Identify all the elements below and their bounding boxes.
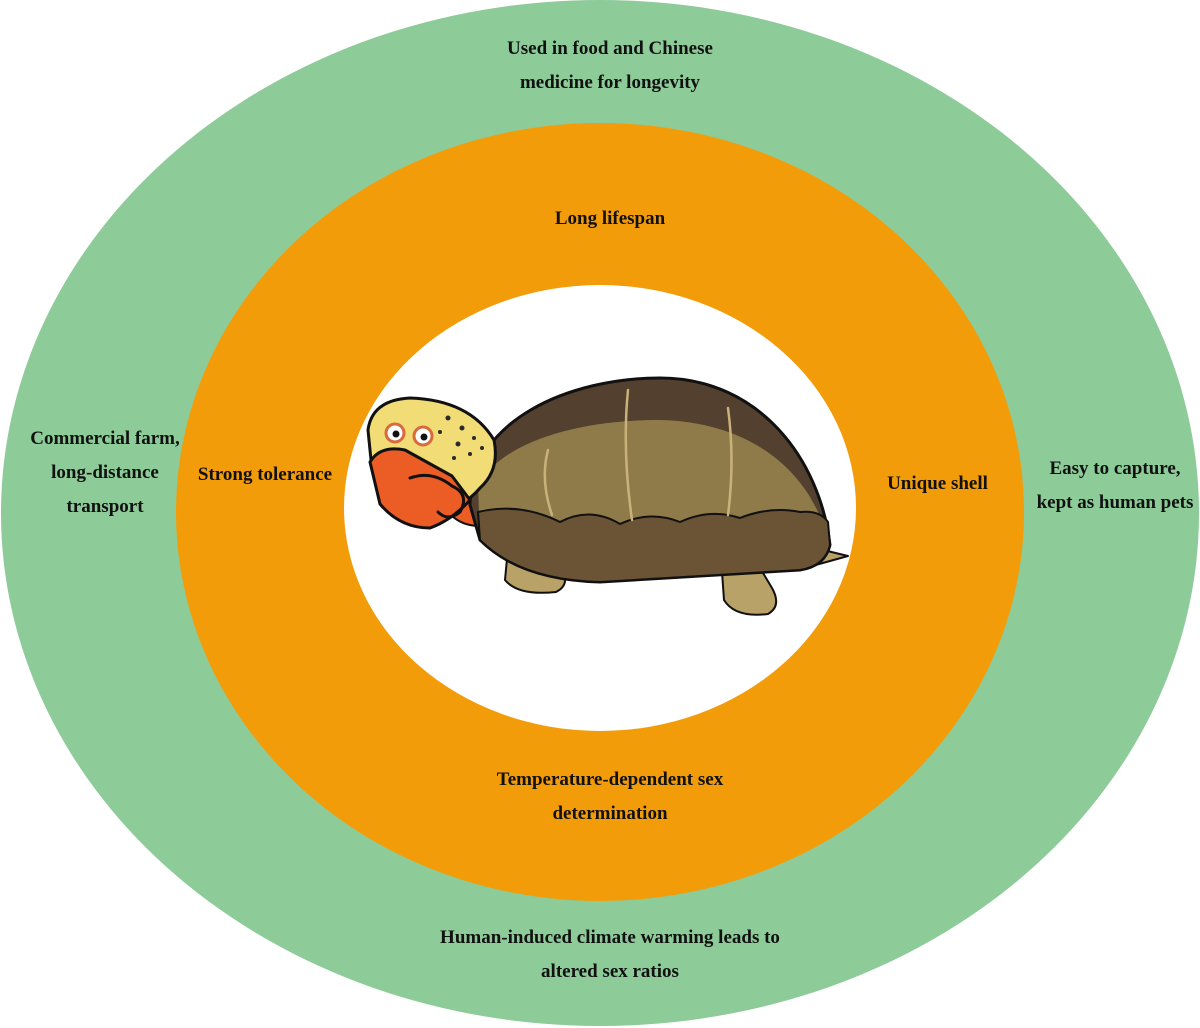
middle-ring-bottom-label: Temperature-dependent sex determination xyxy=(496,769,724,824)
outer-ring-right-label: Easy to capture, kept as human pets xyxy=(1036,458,1194,513)
turtle-shell-rim xyxy=(477,507,831,583)
outer-ring-top-label: Used in food and Chinese medicine for lo… xyxy=(507,38,713,93)
turtle-icon xyxy=(366,376,849,616)
middle-ring-right-label: Unique shell xyxy=(887,473,988,494)
outer-ring-left-label: Commercial farm, long-distance transport xyxy=(30,428,180,517)
turtle-spots xyxy=(438,415,484,460)
middle-ring-top-label: Long lifespan xyxy=(554,208,666,229)
turtle-mouth xyxy=(408,473,454,488)
turtle-shell-lines xyxy=(543,388,733,522)
middle-ring-left-label: Strong tolerance xyxy=(197,464,333,485)
turtle-claw xyxy=(436,484,466,519)
outer-ring-bottom-label: Human-induced climate warming leads to a… xyxy=(440,927,780,982)
turtle-back-leg xyxy=(721,567,778,616)
